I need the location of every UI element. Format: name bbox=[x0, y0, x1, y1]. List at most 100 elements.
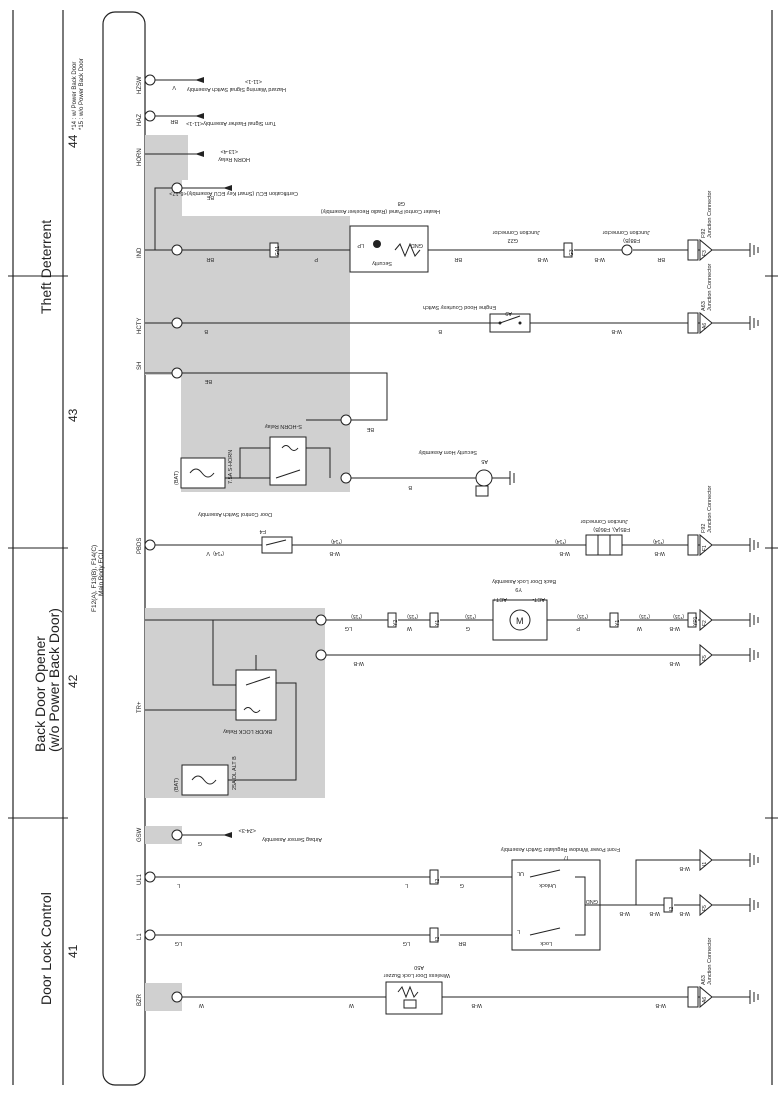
wire-color: G bbox=[466, 625, 470, 631]
wire-color: W-B bbox=[654, 550, 665, 556]
comp-label: Junction Connector bbox=[707, 263, 713, 311]
comp-label: 25A DL ALT B bbox=[232, 756, 238, 790]
wire-color: W-B bbox=[471, 1002, 482, 1008]
comp-label: <13-4> bbox=[221, 148, 238, 154]
conn-label: YP1 bbox=[693, 616, 699, 626]
footnote: *14 : w/ Power Back Door bbox=[72, 61, 78, 130]
wire-color: L bbox=[405, 882, 408, 888]
pin-name: HORN bbox=[137, 148, 143, 166]
ecu-body bbox=[102, 11, 146, 1086]
wire-color: L bbox=[177, 882, 180, 888]
wire-color: W-B bbox=[537, 256, 548, 262]
comp-label: Junction Connector bbox=[602, 229, 650, 235]
conn-label: Y2 bbox=[393, 620, 399, 626]
comp-label: Unlock bbox=[539, 882, 556, 888]
wire-color: BR bbox=[657, 256, 665, 262]
comp-label: Engine Hood Courtesy Switch bbox=[423, 304, 496, 310]
comp-label: Front Power Window Regulator Switch Asse… bbox=[501, 846, 620, 852]
comp-label: A5 bbox=[481, 458, 488, 464]
comp-label: Certification ECU (Smart Key ECU Assembl… bbox=[169, 190, 298, 196]
comp-label: F4 bbox=[260, 528, 266, 534]
comp-label: A9 bbox=[505, 310, 512, 316]
comp-label: Junction Connector bbox=[707, 485, 713, 533]
pin-name: TR+ bbox=[137, 701, 143, 713]
section-page: 43 bbox=[66, 408, 80, 422]
comp-label: L bbox=[517, 928, 520, 934]
comp-label: (BAT) bbox=[174, 471, 180, 485]
conn-label: (*14) bbox=[555, 538, 566, 544]
comp-label: Junction Connector bbox=[707, 190, 713, 238]
conn-label: Y1 bbox=[615, 620, 621, 626]
wire-color: V bbox=[172, 84, 176, 90]
comp-label: ACT- bbox=[532, 596, 545, 602]
conn-label: (*15) bbox=[639, 613, 650, 619]
conn-label: (*15) bbox=[673, 613, 684, 619]
comp-label: Turn Signal Flasher Assembly<11-1> bbox=[186, 120, 276, 126]
section-subtitle: (w/o Power Back Door) bbox=[46, 608, 62, 752]
svg-text:M: M bbox=[516, 616, 524, 626]
comp-label: Heater Control Panel (Radio Receiver Ass… bbox=[321, 208, 440, 214]
wire-color: W-B bbox=[679, 865, 690, 871]
comp-label: Door Control Switch Assembly bbox=[198, 511, 272, 517]
conn-label: (*14) bbox=[213, 550, 224, 556]
comp-label: BK/DR LOCK Relay bbox=[223, 728, 272, 734]
pin-name: HCTY bbox=[137, 318, 143, 334]
wire-color: BR bbox=[206, 256, 214, 262]
conn-label: F3 bbox=[702, 250, 708, 256]
comp-label: HORN Relay bbox=[218, 156, 250, 162]
wire-color: W bbox=[198, 1002, 204, 1008]
wire-color: BE bbox=[206, 194, 214, 200]
comp-label: LP bbox=[357, 242, 364, 248]
conn-label: F5 bbox=[702, 905, 708, 911]
wire-color: BR bbox=[458, 940, 466, 946]
wire-color: BR bbox=[454, 256, 462, 262]
wire-color: G bbox=[198, 840, 202, 846]
shade bbox=[181, 216, 350, 492]
wire-color: W-B bbox=[679, 910, 690, 916]
comp-label: A50 bbox=[414, 964, 424, 970]
comp-label: Y9 bbox=[515, 586, 522, 592]
wire-color: B bbox=[438, 328, 442, 334]
conn-label: F5 bbox=[702, 655, 708, 661]
wire-color: W-B bbox=[594, 256, 605, 262]
wire-color: W bbox=[406, 625, 412, 631]
shade bbox=[145, 826, 182, 844]
wire-color: P bbox=[314, 256, 318, 262]
comp-label: F92 bbox=[701, 229, 707, 238]
wire-color: W bbox=[636, 625, 642, 631]
wire-color: P bbox=[576, 625, 580, 631]
conn-label: F1 bbox=[702, 545, 708, 551]
pin-name: L1 bbox=[137, 933, 143, 940]
conn-label: (*15) bbox=[577, 613, 588, 619]
comp-label: ACT+ bbox=[493, 596, 507, 602]
comp-label: 7.5A S-HORN bbox=[228, 450, 234, 484]
section-title: Door Lock Control bbox=[38, 892, 54, 1005]
wire-color: B bbox=[408, 484, 412, 490]
section-page: 44 bbox=[66, 134, 80, 148]
ecu-name: Main Body ECU bbox=[98, 549, 105, 596]
conn-label: I2 bbox=[669, 907, 675, 911]
comp-label: I7 bbox=[563, 854, 568, 860]
comp-label: GND bbox=[411, 242, 423, 248]
footnote: *15 : w/o Power Back Door bbox=[79, 58, 85, 130]
pin-name: BZR bbox=[137, 993, 143, 1006]
section-page: 41 bbox=[66, 944, 80, 958]
comp-label: Wireless Door Lock Buzzer bbox=[384, 972, 450, 978]
conn-label: Y1 bbox=[435, 620, 441, 626]
comp-label: <24-3> bbox=[239, 827, 256, 833]
comp-label: Security bbox=[372, 260, 392, 266]
shade bbox=[145, 135, 188, 180]
wire-color: LG bbox=[175, 940, 182, 946]
shade bbox=[145, 180, 182, 375]
comp-label: G8 bbox=[398, 200, 405, 206]
wire-color: W-B bbox=[669, 625, 680, 631]
pin-name: PBDS bbox=[137, 538, 143, 554]
conn-label: F2 bbox=[702, 620, 708, 626]
wire-color: W-B bbox=[649, 910, 660, 916]
wire-color: W-B bbox=[619, 910, 630, 916]
pin-name: GSW bbox=[137, 827, 143, 842]
wire-color: BR bbox=[170, 118, 178, 124]
conn-label: I1 bbox=[702, 862, 708, 866]
wire-color: W-B bbox=[559, 550, 570, 556]
